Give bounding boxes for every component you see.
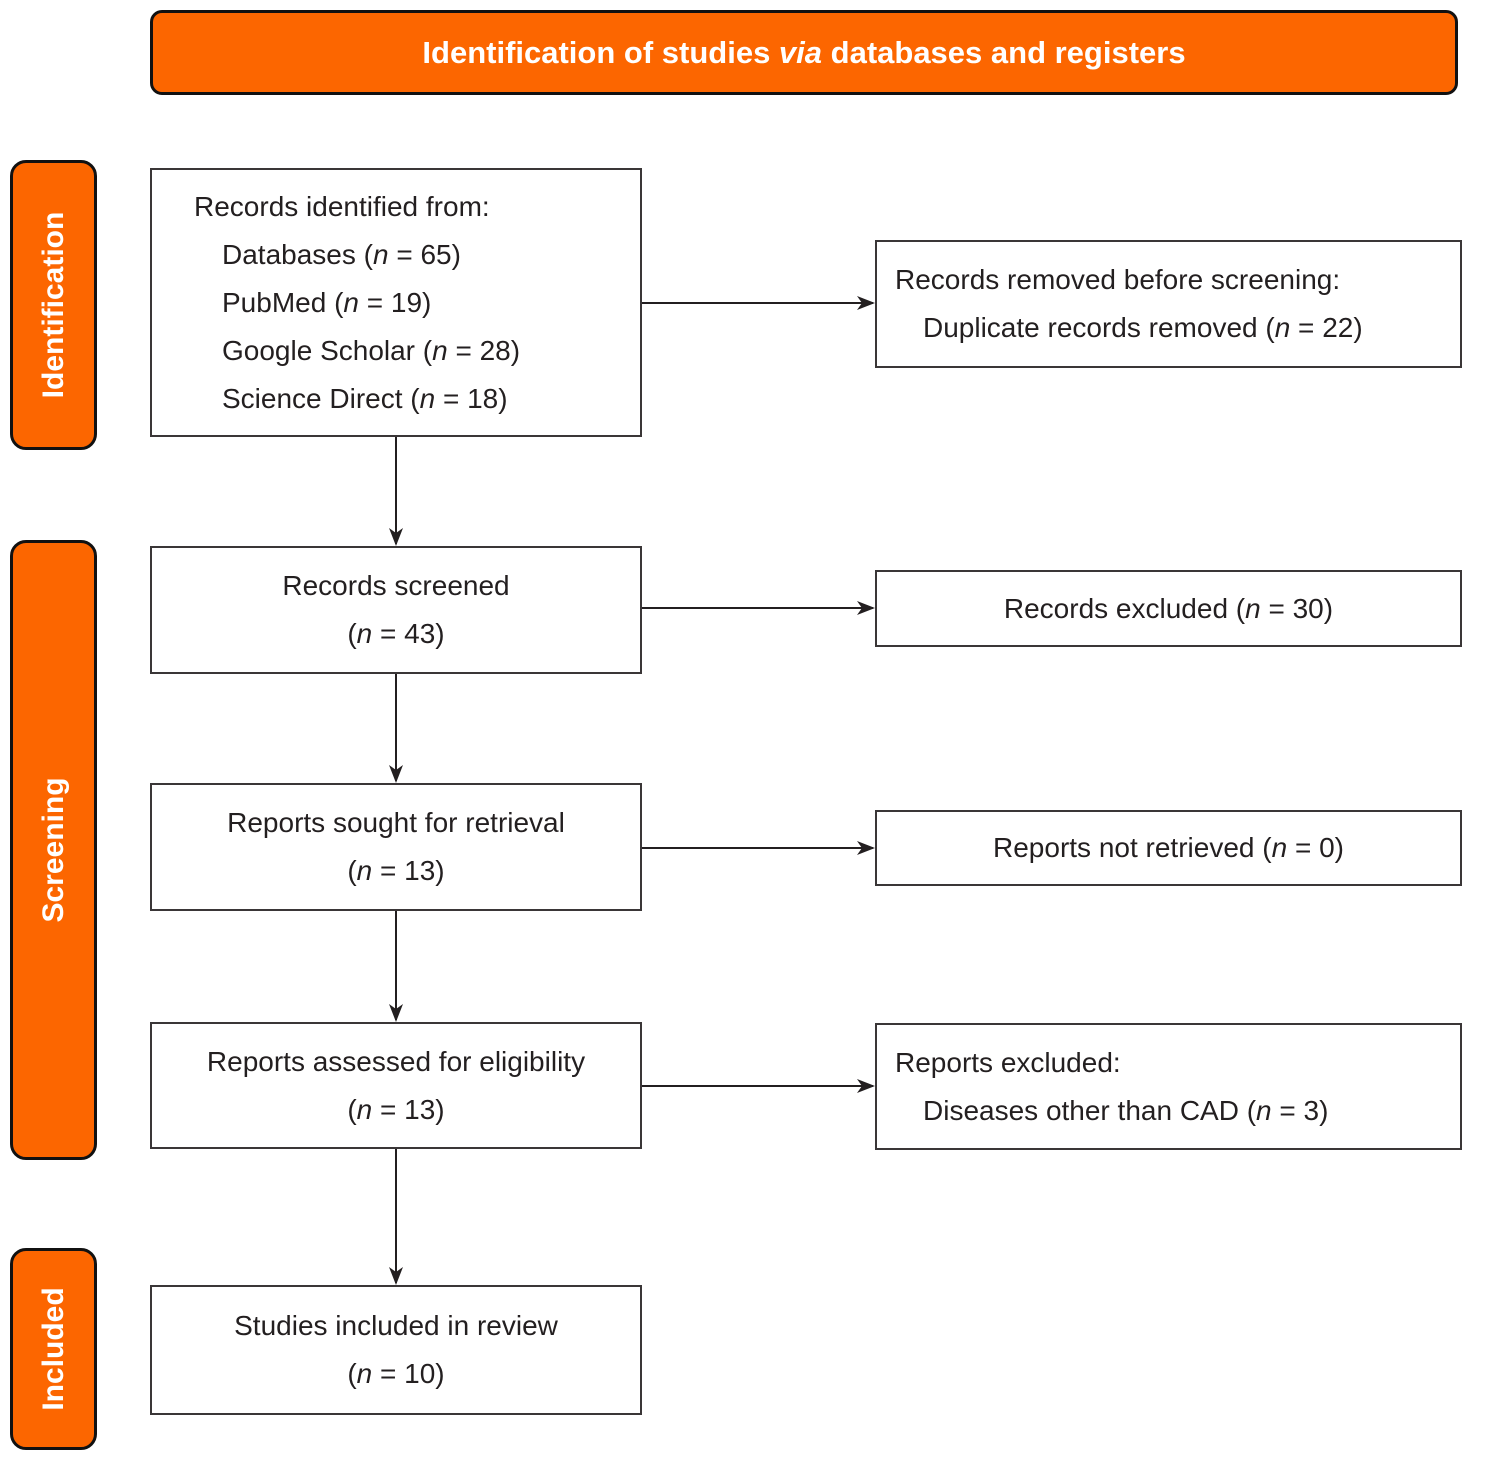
box-studies-included: Studies included in review (n = 10) — [150, 1285, 642, 1415]
stage-bar-identification: Identification — [10, 160, 97, 450]
box-records-screened: Records screened (n = 43) — [150, 546, 642, 674]
box-reports-not-retrieved: Reports not retrieved (n = 0) — [875, 810, 1462, 886]
box-text-line: Google Scholar (n = 28) — [222, 334, 521, 366]
box-text-line: Diseases other than CAD (n = 3) — [923, 1094, 1329, 1126]
box-reports-excluded: Reports excluded: Diseases other than CAD… — [875, 1023, 1462, 1150]
stage-label-included: Included — [36, 1287, 70, 1411]
box-records-identified: Records identified from: Databases (n = 6… — [150, 168, 642, 437]
stage-bar-included: Included — [10, 1248, 97, 1450]
box-text-line: Records removed before screening: — [895, 264, 1341, 295]
box-text-line: Databases (n = 65) — [222, 238, 461, 270]
box-reports-sought: Reports sought for retrieval (n = 13) — [150, 783, 642, 911]
box-text-line: (n = 43) — [347, 618, 445, 649]
stage-label-identification: Identification — [36, 211, 70, 399]
box-text-line: Records screened — [282, 570, 510, 601]
box-text-line: Reports excluded: — [895, 1046, 1121, 1078]
diagram-title: Identification of studies via databases … — [422, 34, 1186, 70]
diagram-title-banner: Identification of studies via databases … — [150, 10, 1458, 95]
box-records-excluded: Records excluded (n = 30) — [875, 570, 1462, 647]
box-text-line: Studies included in review — [234, 1310, 558, 1341]
stage-label-screening: Screening — [36, 777, 70, 923]
box-text-line: (n = 13) — [347, 855, 445, 886]
box-records-removed-before-screening: Records removed before screening: Duplica… — [875, 240, 1462, 368]
box-text-line: Reports assessed for eligibility — [206, 1045, 586, 1077]
box-text-line: Records excluded (n = 30) — [1003, 592, 1334, 624]
box-text-line: Records identified from: — [194, 190, 490, 222]
box-reports-assessed: Reports assessed for eligibility (n = 13) — [150, 1022, 642, 1149]
box-text-line: (n = 10) — [347, 1358, 445, 1389]
box-text-line: PubMed (n = 19) — [222, 286, 432, 318]
box-text-line: Duplicate records removed (n = 22) — [923, 312, 1363, 343]
box-text-line: Science Direct (n = 18) — [222, 382, 508, 414]
box-text-line: Reports not retrieved (n = 0) — [993, 832, 1344, 863]
box-text-line: Reports sought for retrieval — [227, 807, 565, 838]
box-text-line: (n = 13) — [347, 1093, 445, 1125]
stage-bar-screening: Screening — [10, 540, 97, 1160]
